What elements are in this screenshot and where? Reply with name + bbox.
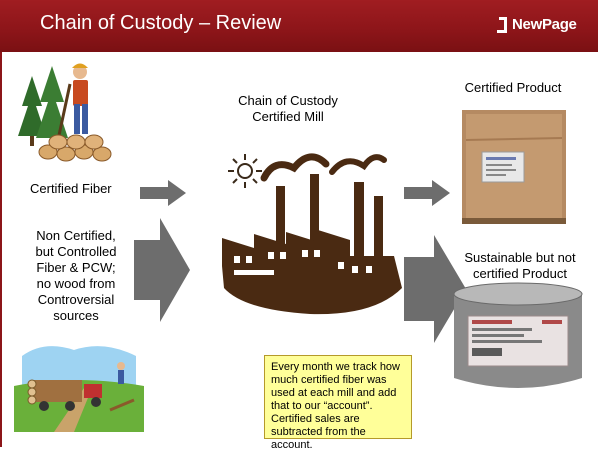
certified-fiber-label: Certified Fiber: [30, 181, 112, 196]
mill-title-line1: Chain of Custody: [238, 93, 338, 108]
sustainable-line-2: certified Product: [473, 266, 567, 281]
non-certified-line-4: no wood from: [36, 276, 116, 291]
sustainable-line-1: Sustainable but not: [464, 250, 576, 265]
factory-silhouette: [222, 153, 402, 315]
non-certified-line-2: but Controlled: [35, 244, 117, 259]
non-certified-label: Non Certified, but Controlled Fiber & PC…: [22, 228, 130, 324]
non-certified-line-6: sources: [53, 308, 99, 323]
lumberjack-clipart: [18, 63, 112, 162]
slide-title: Chain of Custody – Review: [40, 12, 282, 34]
logging-truck-clipart: [14, 346, 144, 432]
sustainable-label: Sustainable but not certified Product: [452, 250, 588, 282]
certified-fiber-arrow: [140, 180, 186, 206]
paper-reel-drum: [453, 282, 583, 388]
certified-product-label: Certified Product: [464, 80, 562, 95]
mill-title: Chain of Custody Certified Mill: [218, 93, 358, 125]
non-certified-line-3: Fiber & PCW;: [36, 260, 116, 275]
sustainable-arrow: [404, 235, 466, 343]
mill-title-line2: Certified Mill: [252, 109, 324, 124]
sun-icon: [228, 154, 262, 188]
non-certified-arrow: [134, 218, 190, 322]
title-bar: Chain of Custody – Review NewPage: [0, 0, 598, 52]
newpage-logo-icon: [497, 17, 507, 33]
paper-box-photo: [462, 110, 566, 224]
non-certified-line-5: Controversial: [37, 292, 115, 307]
logo-text: NewPage: [512, 16, 577, 33]
account-note: Every month we track how much certified …: [264, 355, 412, 451]
certified-product-arrow: [404, 180, 450, 206]
left-border: [0, 52, 2, 447]
non-certified-line-1: Non Certified,: [36, 228, 116, 243]
